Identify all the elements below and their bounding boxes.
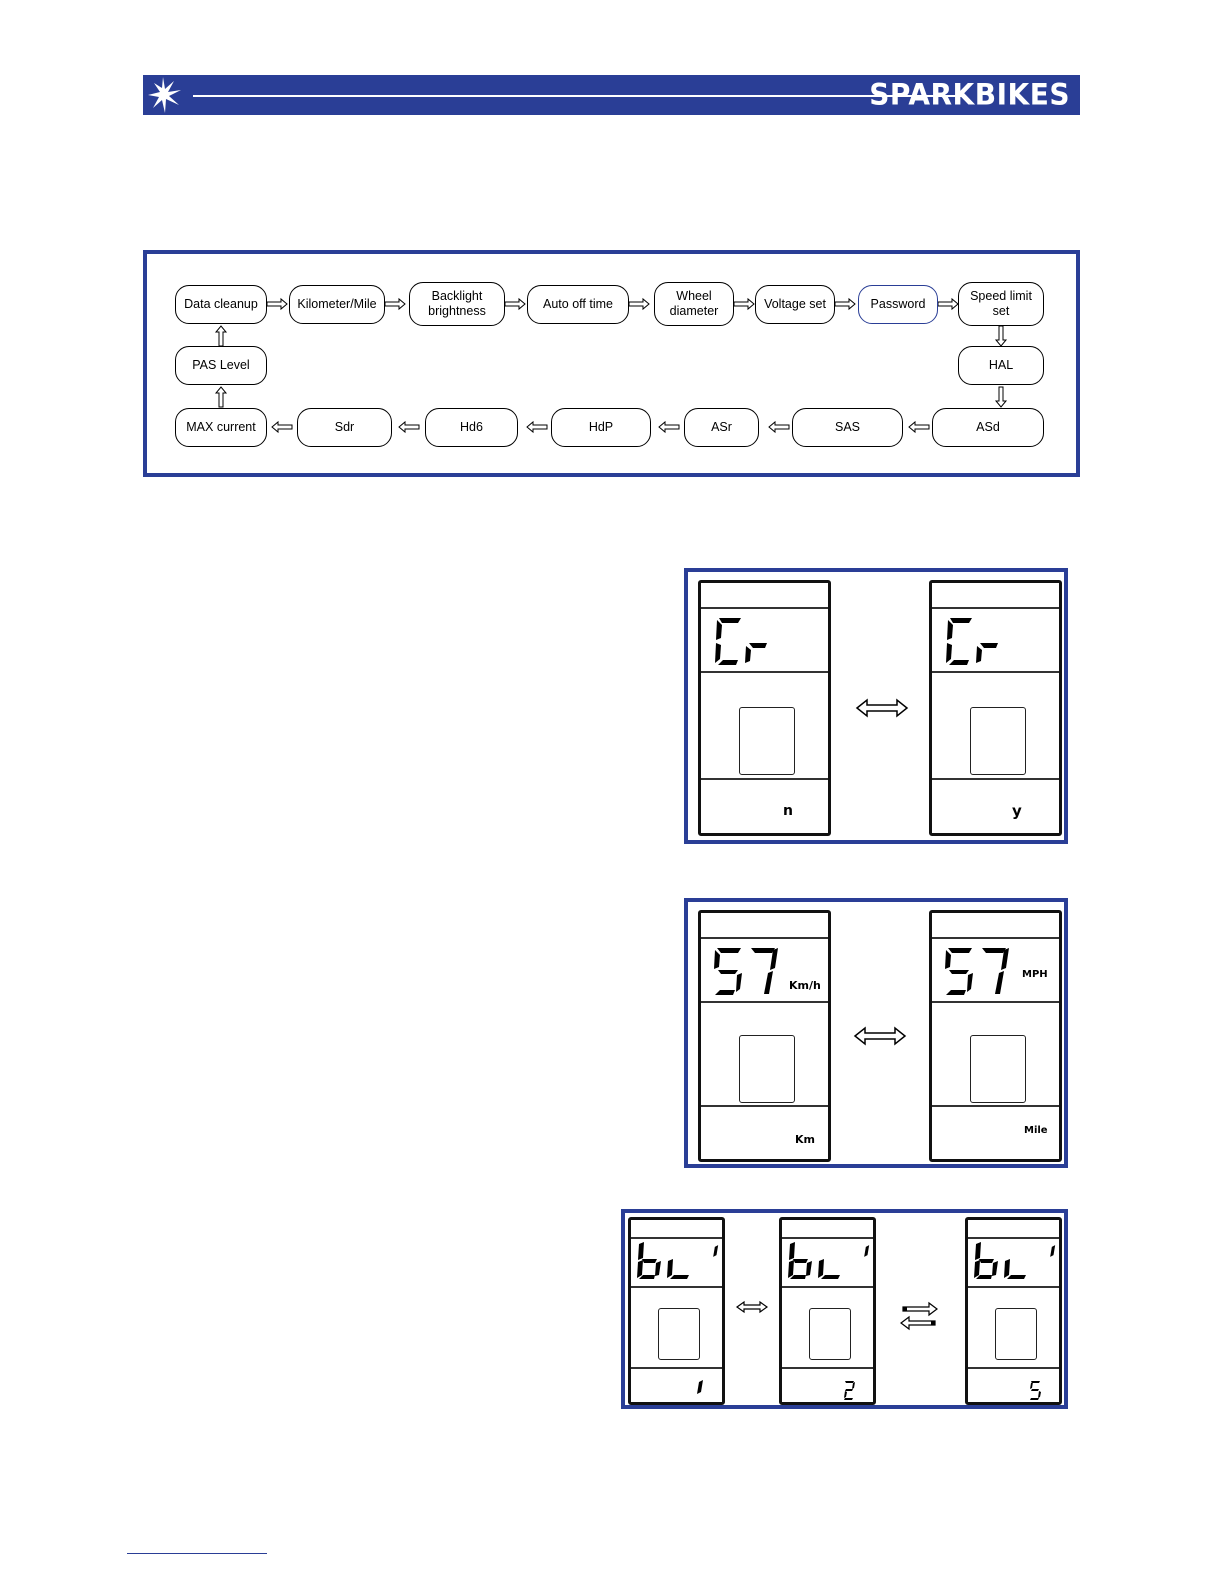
flow-node-voltage-set: Voltage set [755, 285, 835, 324]
bl-indicator-digit [860, 1244, 870, 1258]
confirm-yes-value: y [1012, 802, 1022, 820]
down-arrow-icon [996, 326, 1006, 346]
flow-node-kilometer-mile: Kilometer/Mile [289, 285, 385, 324]
flow-node-asr: ASr [684, 408, 759, 447]
bl-segment-code [637, 1242, 697, 1280]
units-lcd-panel: Km/h Km MPH Mile [684, 898, 1068, 1168]
flow-node-auto-off-time: Auto off time [527, 285, 629, 324]
left-arrow-icon [527, 422, 547, 432]
backlight-lcd-panel [621, 1209, 1068, 1409]
lcd-display-left: n [698, 580, 831, 836]
left-arrow-icon [769, 422, 789, 432]
flow-node-wheel-diameter: Wheel diameter [654, 282, 734, 326]
lcd-center-box [995, 1308, 1037, 1360]
left-arrow-icon [272, 422, 292, 432]
backlight-lcd-2 [779, 1217, 876, 1405]
left-arrow-icon [909, 422, 929, 432]
backlight-lcd-1 [628, 1217, 725, 1405]
bl-level-digit [692, 1380, 704, 1401]
up-arrow-icon [216, 387, 226, 407]
right-arrow-icon [835, 299, 855, 309]
lcd-display-right: MPH Mile [929, 910, 1062, 1162]
flow-node-backlight-brightness: Backlight brightness [409, 282, 505, 326]
flow-node-speed-limit-set: Speed limit set [958, 282, 1044, 326]
lcd-center-box [970, 707, 1026, 775]
backlight-lcd-3 [965, 1217, 1062, 1405]
flow-node-data-cleanup: Data cleanup [175, 285, 267, 324]
flow-node-sdr: Sdr [297, 408, 392, 447]
distance-unit-mile: Mile [1024, 1125, 1048, 1136]
flow-node-pas-level: PAS Level [175, 346, 267, 385]
flow-node-sas: SAS [792, 408, 903, 447]
cycle-arrows-icon [897, 1301, 941, 1331]
speed-segment-digits [713, 946, 783, 996]
lcd-display-left: Km/h Km [698, 910, 831, 1162]
footer-rule [127, 1553, 267, 1554]
left-arrow-icon [399, 422, 419, 432]
double-arrow-icon [735, 1300, 769, 1314]
right-arrow-icon [385, 299, 405, 309]
left-arrow-icon [659, 422, 679, 432]
up-arrow-icon [216, 326, 226, 346]
right-arrow-icon [505, 299, 525, 309]
flow-node-hdp: HdP [551, 408, 651, 447]
flow-node-password: Password [858, 285, 938, 324]
right-arrow-icon [734, 299, 754, 309]
confirm-no-value: n [783, 803, 793, 819]
flow-node-asd: ASd [932, 408, 1044, 447]
down-arrow-icon [996, 387, 1006, 407]
lcd-center-box [739, 707, 795, 775]
lcd-center-box [970, 1035, 1026, 1103]
right-arrow-icon [267, 299, 287, 309]
bl-indicator-digit [1046, 1244, 1056, 1258]
flow-node-hd6: Hd6 [425, 408, 518, 447]
speed-unit-mph: MPH [1022, 969, 1048, 980]
lcd-display-right: y [929, 580, 1062, 836]
banner-rule [193, 95, 963, 97]
bl-level-digit [844, 1380, 856, 1401]
lcd-center-box [739, 1035, 795, 1103]
cleanup-lcd-panel: n y [684, 568, 1068, 844]
cr-segment-code [946, 616, 1016, 666]
double-arrow-icon [855, 698, 909, 718]
brand-logo: SPARKBIKES [869, 77, 1070, 112]
right-arrow-icon [629, 299, 649, 309]
distance-unit-km: Km [795, 1133, 815, 1146]
bl-segment-code [974, 1242, 1034, 1280]
right-arrow-icon [938, 299, 958, 309]
flow-node-max-current: MAX current [175, 408, 267, 447]
double-arrow-icon [853, 1026, 907, 1046]
speed-segment-digits [944, 946, 1014, 996]
settings-flowchart: Data cleanup Kilometer/Mile Backlight brig… [143, 250, 1080, 477]
bl-segment-code [788, 1242, 848, 1280]
lcd-center-box [809, 1308, 851, 1360]
star-logo-icon [147, 75, 183, 115]
flow-node-hal: HAL [958, 346, 1044, 385]
cr-segment-code [715, 616, 785, 666]
speed-unit-kmh: Km/h [789, 979, 821, 992]
bl-level-digit [1030, 1380, 1042, 1401]
header-banner: SPARKBIKES [143, 75, 1080, 115]
bl-indicator-digit [709, 1244, 719, 1258]
lcd-center-box [658, 1308, 700, 1360]
